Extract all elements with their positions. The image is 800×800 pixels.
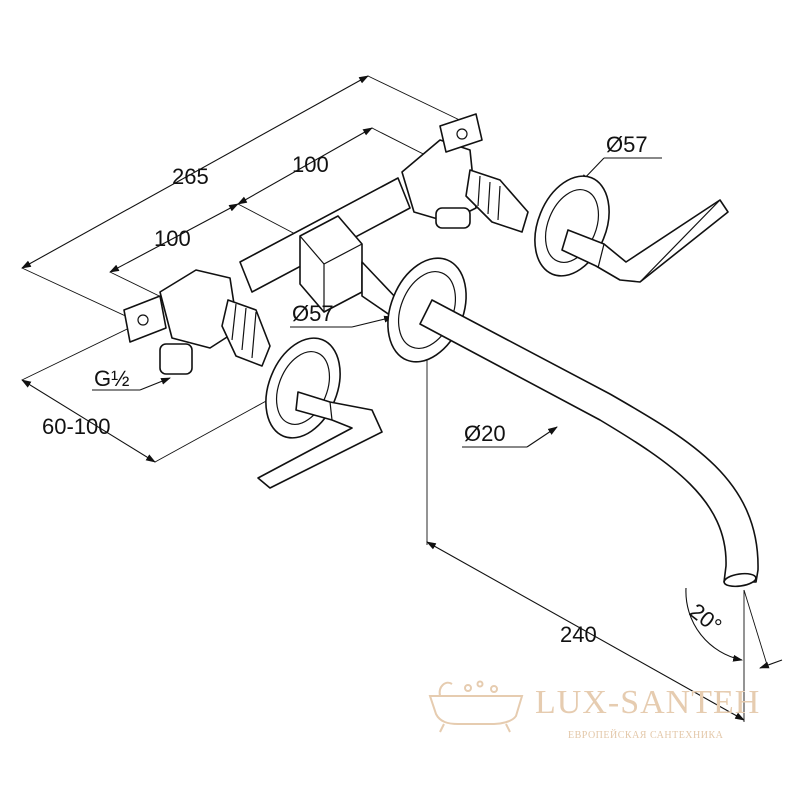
dim-spout-angle: 20° [685, 598, 727, 638]
faucet-body [123, 113, 529, 375]
dim-valve-spacing-left: 100 [154, 226, 191, 251]
dim-rosette-right-diameter: Ø57 [606, 132, 648, 157]
dim-spout-diameter: Ø20 [464, 421, 506, 446]
dimension-labels: 265 100 100 Ø57 Ø57 G½ 60-100 Ø20 240 20… [42, 132, 727, 647]
dim-spout-projection: 240 [560, 622, 597, 647]
spout [419, 299, 759, 588]
bathtub-logo-icon [428, 680, 524, 733]
dimension-lines [21, 75, 783, 722]
watermark-tagline: ЕВРОПЕЙСКАЯ САНТЕХНИКА [568, 729, 724, 741]
dim-valve-spacing-top: 100 [292, 152, 329, 177]
watermark: LUX-SANTEH ЕВРОПЕЙСКАЯ САНТЕХНИКА [428, 680, 760, 741]
lever-handles [257, 199, 729, 489]
dim-wall-depth: 60-100 [42, 414, 111, 439]
watermark-brand: LUX-SANTEH [535, 684, 760, 721]
dim-overall-width: 265 [172, 164, 209, 189]
dim-rosette-center-diameter: Ø57 [292, 301, 334, 326]
dim-thread: G½ [94, 366, 129, 391]
